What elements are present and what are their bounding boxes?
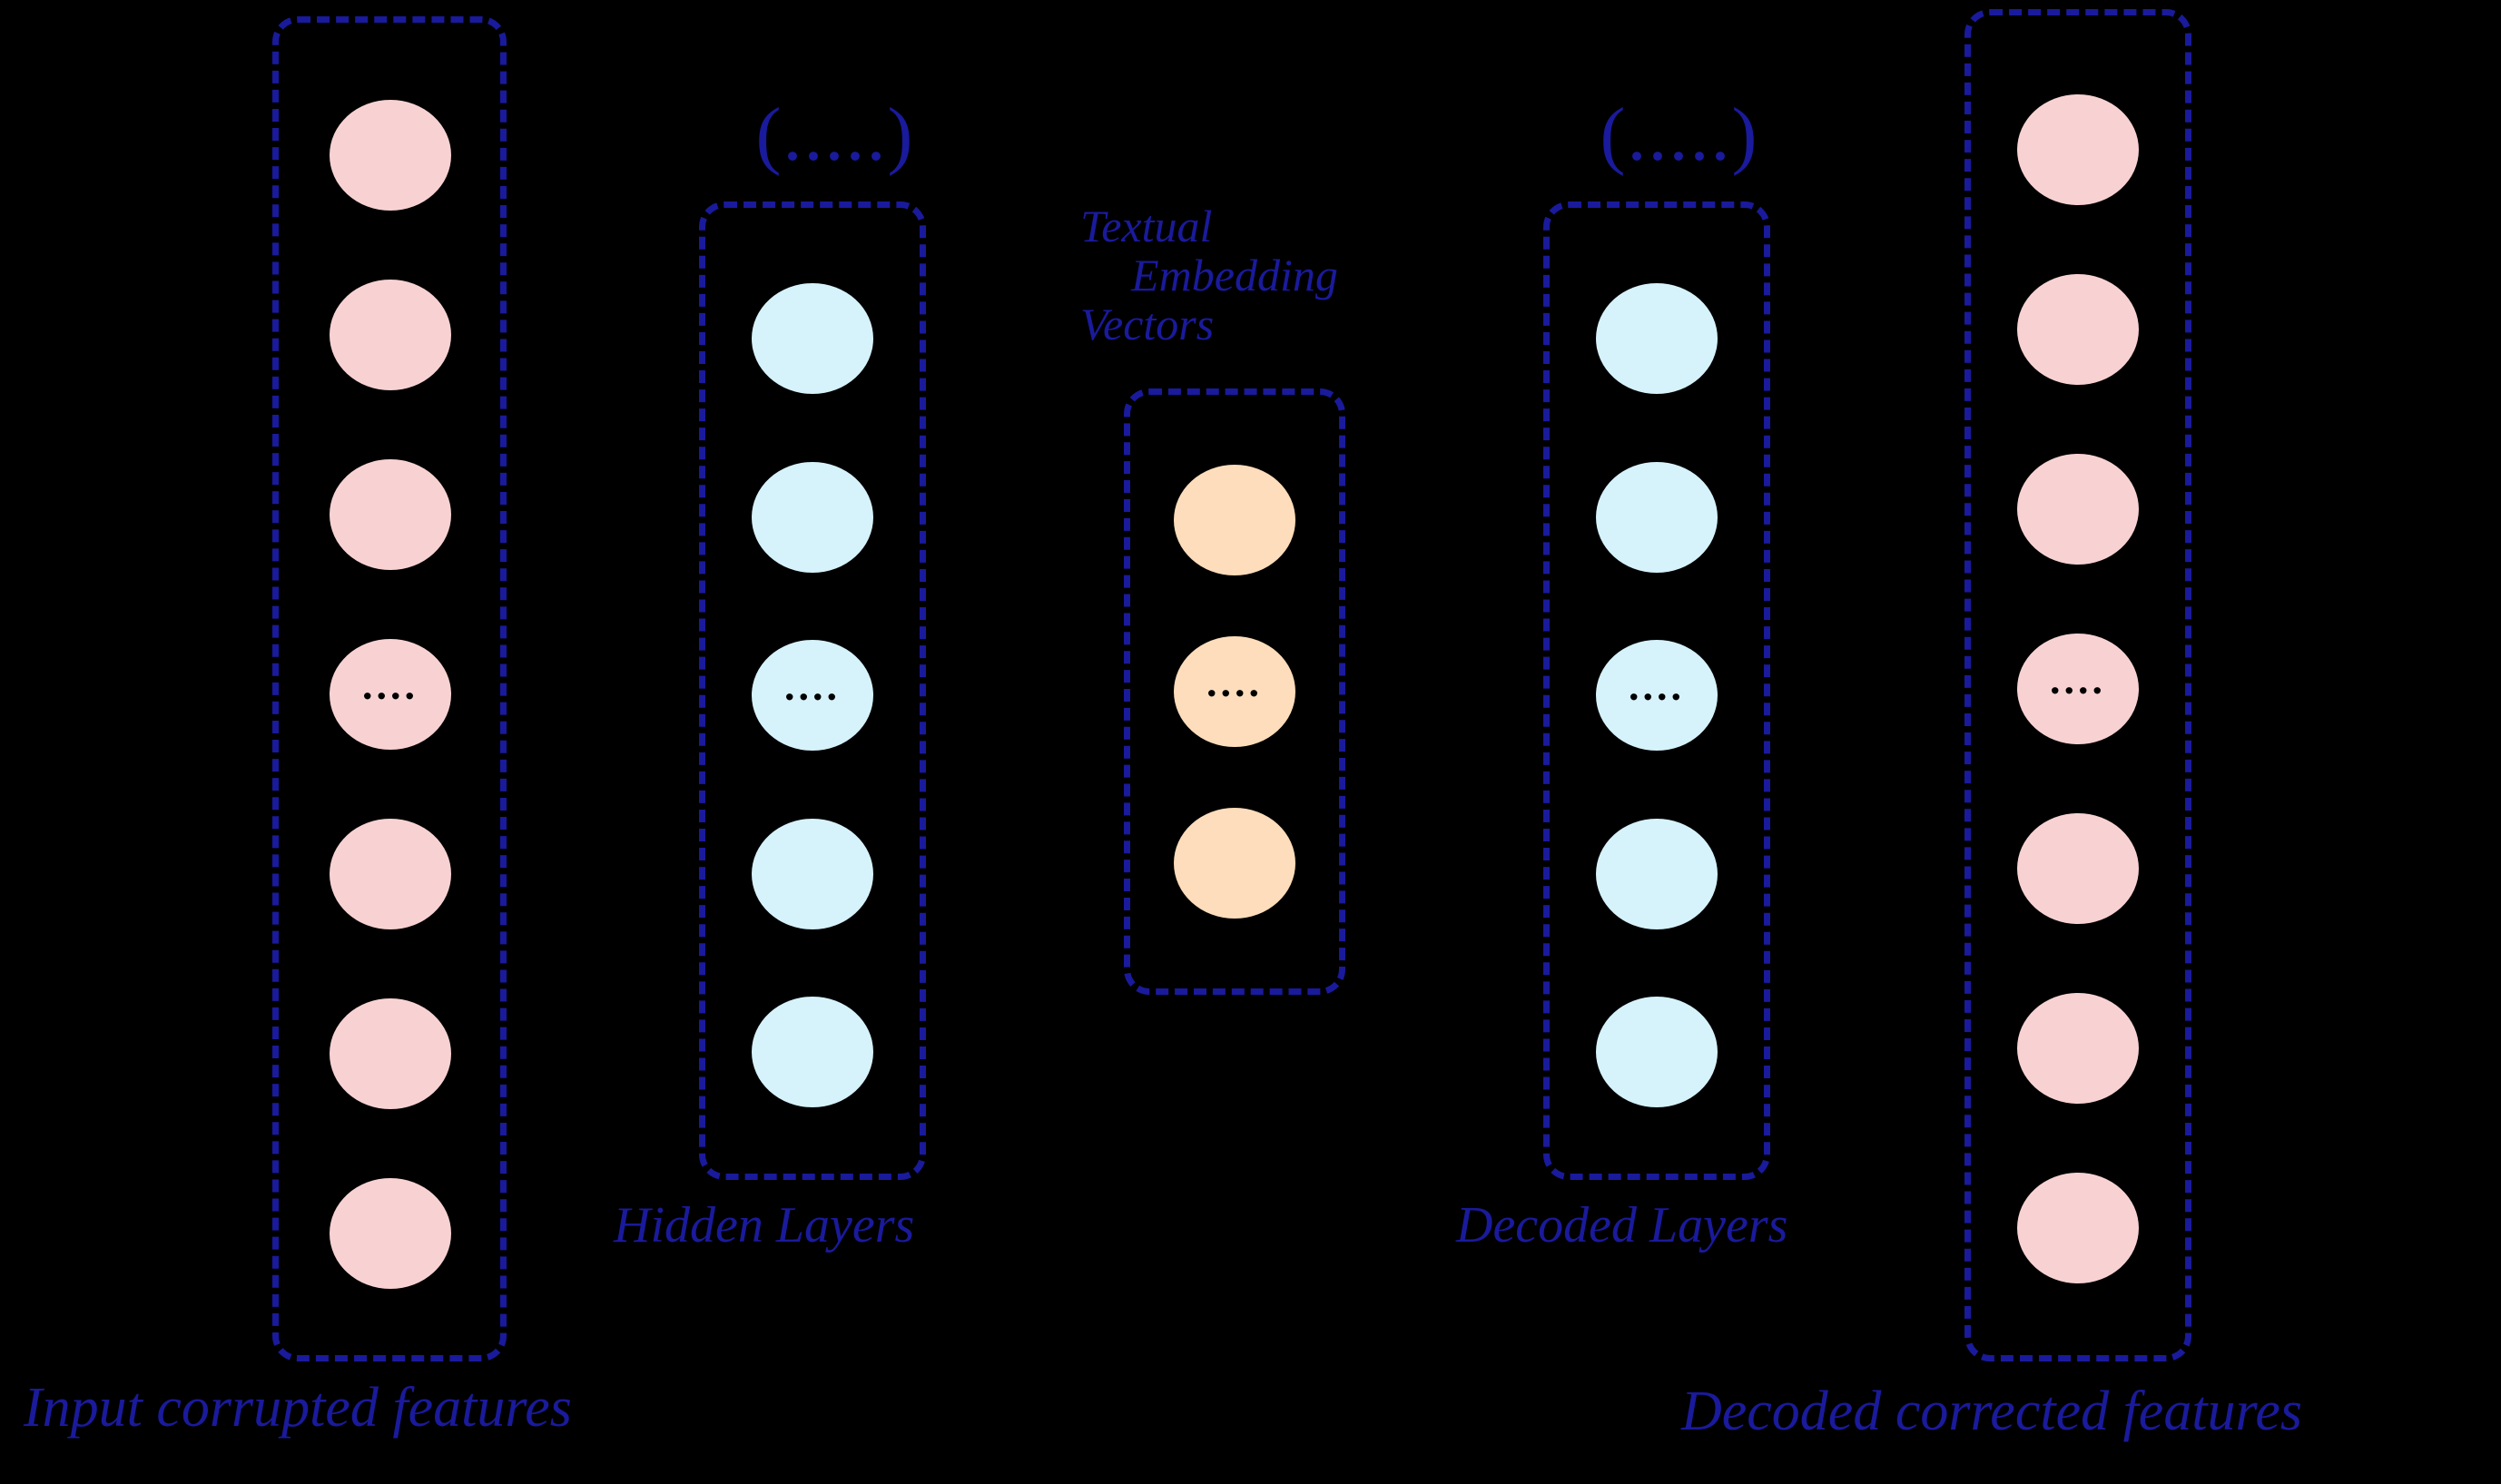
node-ellipsis-decoded: .... [1629, 663, 1685, 710]
node-column-decoded-corrected-features: .... [2017, 94, 2139, 1283]
group-box-decoded-layers [1543, 201, 1770, 1180]
node-hidden-5[interactable] [752, 997, 873, 1107]
node-column-input-corrupted-features: .... [327, 100, 454, 1289]
label-line-textual: Textual [1080, 201, 1213, 251]
node-embedding-3[interactable] [1174, 808, 1295, 919]
node-output-4[interactable]: .... [2017, 634, 2139, 744]
node-output-3[interactable] [2017, 454, 2139, 565]
group-box-textual-embedding-vectors [1124, 388, 1345, 995]
node-decoded-2[interactable] [1596, 461, 1718, 573]
node-hidden-3[interactable]: .... [752, 640, 873, 751]
node-ellipsis-input: .... [362, 662, 418, 709]
group-box-hidden-layers [699, 201, 926, 1180]
header-decoded-layers-ellipsis: (.....) [1600, 93, 1759, 177]
node-column-textual-embedding-vectors: .... [1174, 465, 1295, 919]
node-output-1[interactable] [2017, 94, 2139, 205]
node-input-3[interactable] [330, 459, 451, 570]
node-ellipsis-embedding: .... [1206, 659, 1263, 706]
node-column-hidden-layers: .... [752, 283, 873, 1107]
node-output-7[interactable] [2017, 1173, 2139, 1283]
label-line-embedding: Embedding [1131, 250, 1338, 300]
node-input-6[interactable] [330, 998, 451, 1109]
label-decoded-corrected-features: Decoded corrected features [1681, 1381, 2303, 1442]
node-column-decoded-layers: .... [1596, 283, 1718, 1107]
header-hidden-layers-ellipsis: (.....) [755, 93, 915, 177]
node-ellipsis-hidden: .... [784, 663, 841, 710]
node-input-2[interactable] [330, 280, 451, 390]
label-line-vectors: Vectors [1080, 299, 1215, 349]
label-textual-embedding-vectors: Textual Embedding Vectors [1080, 201, 1389, 349]
node-input-1[interactable] [330, 100, 451, 211]
label-hidden-layers: Hidden Layers [614, 1197, 915, 1253]
node-decoded-1[interactable] [1596, 283, 1718, 394]
node-embedding-2[interactable]: .... [1174, 636, 1295, 747]
node-embedding-1[interactable] [1174, 465, 1295, 575]
group-box-decoded-corrected-features [1964, 9, 2191, 1361]
node-output-6[interactable] [2017, 993, 2139, 1104]
group-box-input-corrupted-features [272, 16, 507, 1361]
node-decoded-4[interactable] [1596, 818, 1718, 929]
node-ellipsis-output: .... [2050, 656, 2106, 703]
node-output-5[interactable] [2017, 813, 2139, 924]
label-decoded-layers: Decoded Layers [1456, 1197, 1788, 1253]
node-input-4[interactable]: .... [330, 639, 451, 750]
node-hidden-4[interactable] [752, 818, 873, 929]
node-decoded-3[interactable]: .... [1596, 640, 1718, 751]
node-decoded-5[interactable] [1596, 997, 1718, 1107]
label-input-corrupted-features: Input corrupted features [24, 1377, 572, 1439]
node-hidden-2[interactable] [752, 461, 873, 573]
node-hidden-1[interactable] [752, 283, 873, 394]
node-input-5[interactable] [330, 819, 451, 929]
node-input-7[interactable] [330, 1178, 451, 1289]
node-output-2[interactable] [2017, 274, 2139, 385]
